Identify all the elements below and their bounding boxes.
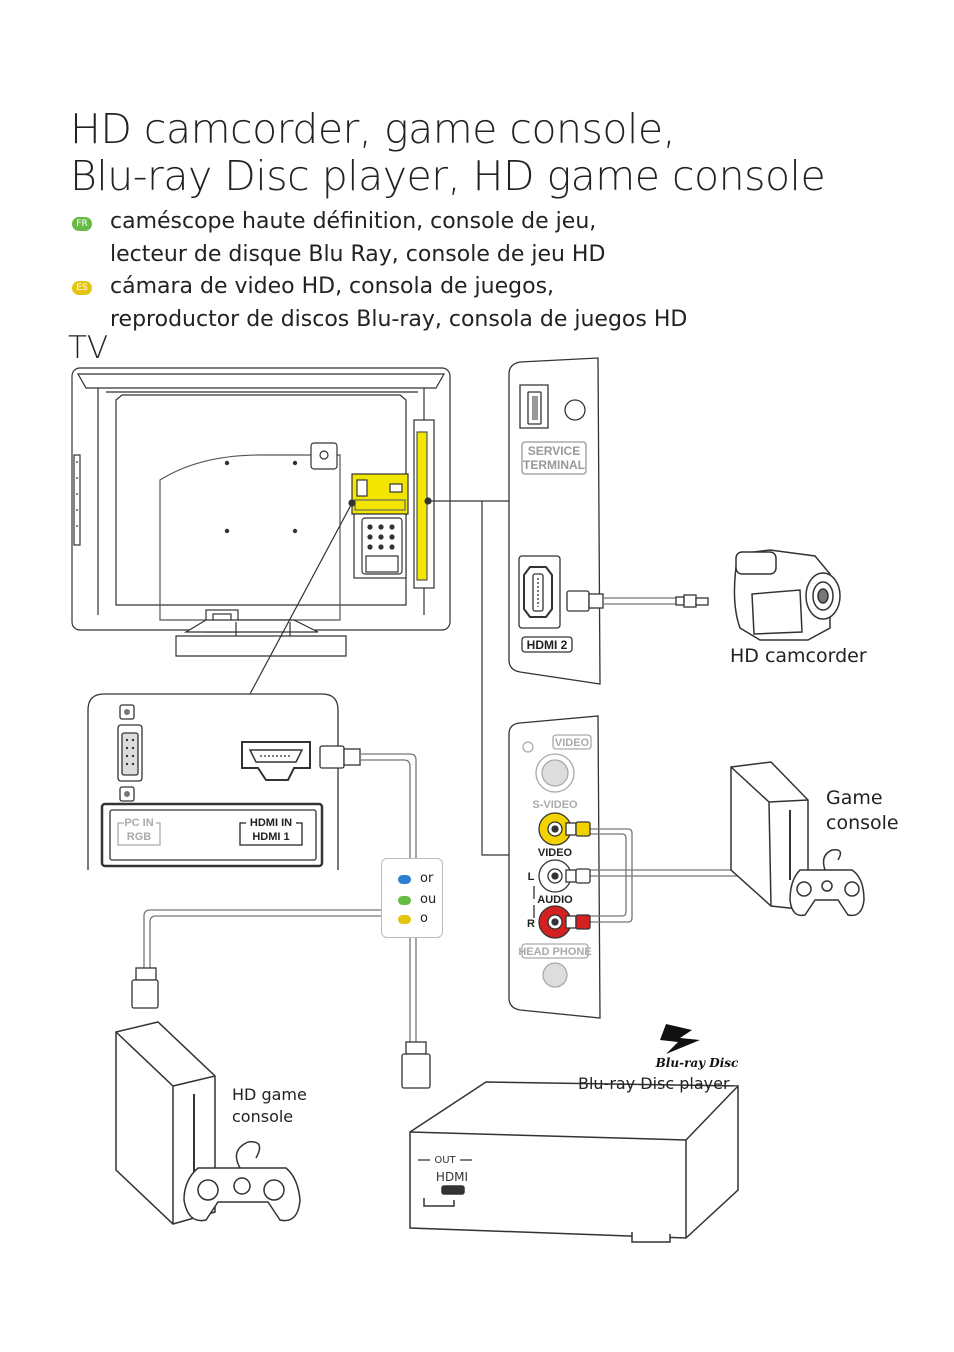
audio-label: AUDIO [537,894,573,906]
hd-game-console-label-line2: console [232,1107,294,1126]
game-console-label-line2: console [826,812,899,834]
spanish-line-2: reproductor de discos Blu-ray, consola d… [110,307,688,332]
bluray-hdmi-label: HDMI [436,1170,468,1184]
spanish-translation: cámara de video HD, consola de juegos, r… [110,270,687,336]
bluray-out-label: OUT [434,1155,456,1166]
service-terminal-label-line1: SERVICE [528,444,580,458]
title-line-1: HD camcorder, game console, [70,105,676,153]
bluray-player-label: Blu-ray Disc player [578,1074,730,1093]
hdmi2-label: HDMI 2 [527,638,568,652]
game-console-label-line1: Game [826,787,883,809]
tv-back-illustration [71,367,451,657]
yellow-dot-icon [398,915,411,924]
hdmi-cable-main [131,745,431,1089]
hd-game-console-label-line1: HD game [232,1085,307,1104]
legend-label-or: or [420,871,434,886]
bluray-player-illustration: OUT HDMI [409,1081,739,1243]
video-header-label: VIDEO [555,737,590,749]
audio-right-label: R [527,918,535,930]
tv-side-panel: SERVICE TERMINAL HDMI 2 [508,357,601,685]
hd-camcorder-illustration [733,549,841,641]
av-cables [565,821,742,930]
es-language-badge: ES [72,281,92,295]
hd-game-console-label: HD game console [232,1084,307,1128]
hdmi-in-label-line1: HDMI IN [250,817,292,829]
video-label: VIDEO [538,847,573,859]
svideo-label: S-VIDEO [532,799,578,811]
hdmi-cable-camcorder [566,590,709,612]
fr-language-badge: FR [72,217,92,231]
hd-camcorder-label: HD camcorder [730,645,867,667]
headphone-label: HEAD PHONE [518,946,591,958]
service-terminal-label-line2: TERMINAL [523,458,585,472]
title-line-2: Blu-ray Disc player, HD game console [70,152,826,200]
french-translation: caméscope haute définition, console de j… [110,205,605,271]
hd-game-console-illustration [115,1021,301,1225]
blue-dot-icon [398,875,411,884]
rear-panel-zoom: PC IN RGB HDMI IN HDMI 1 [87,693,339,870]
legend-label-ou: ou [420,892,437,907]
hdmi-in-label-line2: HDMI 1 [252,831,289,843]
bluray-logo-icon: Blu-ray Disc [655,1024,739,1070]
bluray-logo-text: Blu-ray Disc [655,1056,739,1070]
french-line-2: lecteur de disque Blu Ray, console de je… [110,242,606,267]
green-dot-icon [398,896,411,905]
game-console-label: Game console [826,786,899,836]
audio-left-label: L [528,871,535,883]
page-title: HD camcorder, game console, Blu-ray Disc… [70,105,826,200]
tv-label: TV [68,330,109,366]
spanish-line-1: cámara de video HD, consola de juegos, [110,274,555,299]
av-side-panel: VIDEO S-VIDEO VIDEO L AUDIO R HEAD PHONE [508,715,601,1019]
game-console-illustration [730,761,865,917]
callout-lines [249,497,509,856]
pc-in-label-line1: PC IN [124,817,153,829]
french-line-1: caméscope haute définition, console de j… [110,209,597,234]
cable-choice-legend: or ou o [381,858,443,938]
pc-in-label-line2: RGB [127,831,152,843]
legend-label-o: o [420,911,428,926]
